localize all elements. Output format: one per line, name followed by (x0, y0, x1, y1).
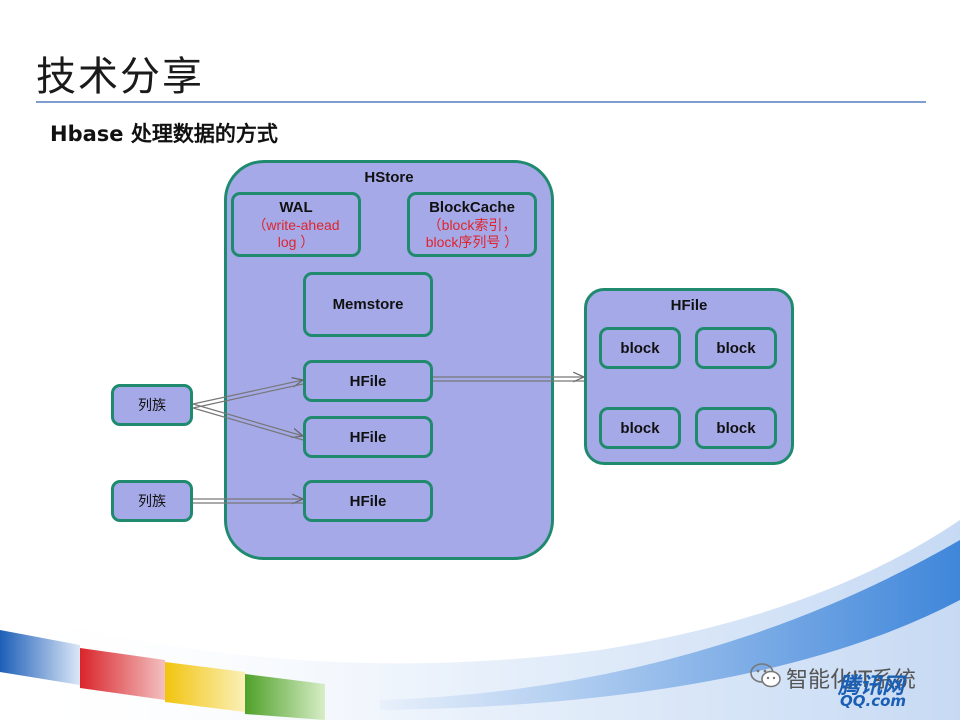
qq-logo: 腾讯网 QQ.com (820, 668, 938, 712)
memstore-box: Memstore (303, 272, 433, 337)
block-box: block (695, 407, 777, 449)
block-label: block (716, 419, 756, 437)
column-family-box: 列族 (111, 480, 193, 522)
slide-title: 技术分享 (36, 54, 204, 100)
block-box: block (599, 327, 681, 369)
hstore-hfile-box: HFile (303, 480, 433, 522)
hstore-hfile-label: HFile (349, 428, 387, 446)
wal-box: WAL （write-ahead log ） (231, 192, 361, 257)
column-family-label: 列族 (138, 397, 166, 413)
column-family-box: 列族 (111, 384, 193, 426)
wal-label: WAL (279, 198, 313, 216)
hstore-hfile-box: HFile (303, 416, 433, 458)
block-label: block (716, 339, 756, 357)
block-box: block (599, 407, 681, 449)
blockcache-label: BlockCache (429, 198, 515, 216)
block-label: block (620, 419, 660, 437)
footer-brand-text: 智能化IT系统 (786, 668, 916, 693)
block-label: block (620, 339, 660, 357)
memstore-label: Memstore (332, 296, 404, 313)
qq-logo-en: QQ.com (840, 692, 907, 710)
column-family-label: 列族 (138, 493, 166, 509)
wal-detail-line1: （write-ahead (252, 216, 340, 233)
hstore-label: HStore (364, 169, 414, 186)
hstore-hfile-label: HFile (349, 492, 387, 510)
arrow-cf1-to-hfile2 (192, 403, 303, 436)
blockcache-box: BlockCache （block索引， block序列号 ） (407, 192, 537, 257)
block-box: block (695, 327, 777, 369)
hfile-detail-label: HFile (670, 297, 708, 314)
arrow-cf1-to-hfile1 (192, 380, 303, 405)
wechat-icon (750, 663, 781, 688)
blockcache-detail-line1: （block索引， (427, 216, 517, 233)
title-divider (36, 101, 926, 103)
hstore-hfile-label: HFile (349, 372, 387, 390)
slide-subtitle: Hbase 处理数据的方式 (50, 122, 278, 146)
wal-detail-line2: log ） (277, 233, 315, 250)
hstore-hfile-box: HFile (303, 360, 433, 402)
qq-logo-cn: 腾讯网 (838, 674, 905, 699)
blockcache-detail-line2: block序列号 ） (425, 233, 519, 250)
